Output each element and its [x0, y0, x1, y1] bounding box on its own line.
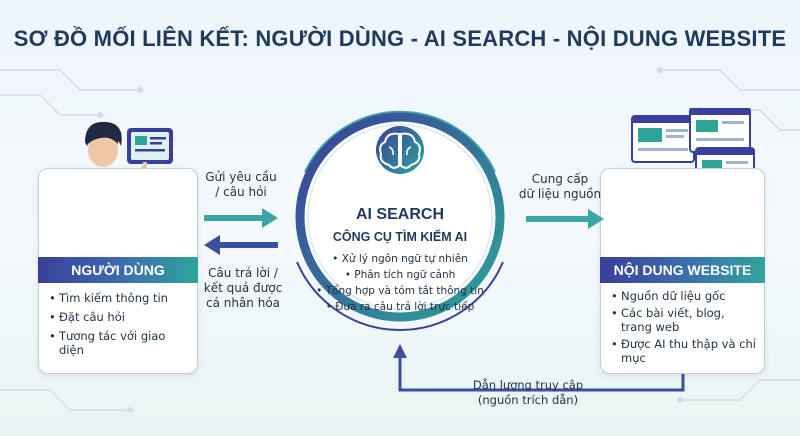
list-item: Nguồn dữ liệu gốc: [611, 289, 758, 303]
list-item: Xử lý ngôn ngữ tự nhiên: [275, 253, 525, 266]
list-item: Đưa ra câu trả lời trực tiếp: [275, 301, 525, 314]
traffic-label: Dẫn lượng truy cập (nguồn trích dẫn): [472, 378, 584, 407]
website-label: NỘI DUNG WEBSITE: [600, 257, 765, 283]
traffic-arrow: [393, 344, 685, 392]
request-label: Gửi yêu cầu / câu hỏi: [205, 170, 277, 199]
list-item: Phân tích ngữ cảnh: [275, 269, 525, 282]
brain-icon: [376, 126, 424, 174]
user-card: NGƯỜI DÙNG Tìm kiếm thông tin Đặt câu hỏ…: [38, 168, 198, 374]
request-arrow: [204, 208, 278, 228]
user-label: NGƯỜI DÙNG: [38, 257, 198, 283]
list-item: Đặt câu hỏi: [49, 310, 191, 324]
list-item: Tổng hợp và tóm tắt thông tin: [275, 285, 525, 298]
ai-search-subtitle: CÔNG CỤ TÌM KIẾM AI: [332, 230, 468, 244]
website-card: NỘI DUNG WEBSITE Nguồn dữ liệu gốc Các b…: [600, 168, 765, 374]
webpage-icon: [631, 115, 695, 163]
website-feature-list: Nguồn dữ liệu gốc Các bài viết, blog, tr…: [611, 289, 758, 368]
answer-label: Câu trả lời / kết quả được cá nhân hóa: [203, 266, 283, 310]
tablet-icon: [127, 128, 173, 164]
list-item: Được AI thu thập và chỉ mục: [611, 337, 758, 365]
supply-arrow: [526, 209, 604, 229]
ai-search-feature-list: Xử lý ngôn ngữ tự nhiên Phân tích ngữ cả…: [275, 253, 525, 317]
user-feature-list: Tìm kiếm thông tin Đặt câu hỏi Tương tác…: [49, 291, 191, 362]
ai-search-title: AI SEARCH: [355, 206, 444, 223]
ai-search-node: AI SEARCH CÔNG CỤ TÌM KIẾM AI Xử lý ngôn…: [275, 92, 525, 342]
page-title: SƠ ĐỒ MỐI LIÊN KẾT: NGƯỜI DÙNG - AI SEAR…: [13, 26, 787, 51]
list-item: Các bài viết, blog, trang web: [611, 306, 758, 334]
list-item: Tương tác với giao diện: [49, 329, 191, 357]
answer-arrow: [204, 235, 278, 255]
supply-label: Cung cấp dữ liệu nguồn: [518, 172, 602, 201]
list-item: Tìm kiếm thông tin: [49, 291, 191, 305]
